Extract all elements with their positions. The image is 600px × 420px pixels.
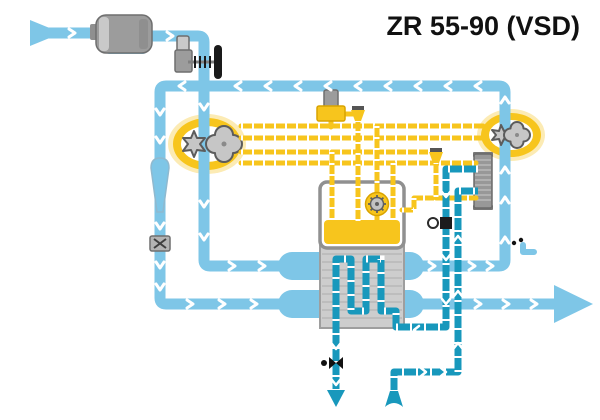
water-flow-chevrons bbox=[330, 190, 464, 387]
air-intake-funnel bbox=[30, 20, 52, 46]
inlet-throttle-valve[interactable] bbox=[174, 35, 222, 79]
water-inlet-funnel bbox=[385, 391, 403, 407]
air-outlet-arrow bbox=[554, 285, 593, 323]
air-filter bbox=[90, 14, 153, 54]
handwheel[interactable] bbox=[214, 45, 222, 79]
oil-stop-valve bbox=[316, 89, 346, 122]
lp-star-rotor bbox=[182, 130, 206, 158]
water-drain-valve[interactable] bbox=[321, 357, 343, 369]
water-regulating-valve[interactable] bbox=[427, 217, 452, 229]
valve-stem-ticks bbox=[194, 56, 211, 68]
air-flow-chevrons bbox=[67, 27, 539, 310]
lp-element-rotors bbox=[182, 125, 243, 163]
water-circuit bbox=[321, 169, 478, 407]
diagram-title: ZR 55-90 (VSD) bbox=[386, 11, 580, 41]
intercooler-drain-valve[interactable] bbox=[511, 237, 537, 255]
hp-element-rotors bbox=[491, 121, 531, 149]
oil-circuit bbox=[241, 89, 493, 250]
pulsation-damper-cone bbox=[150, 157, 170, 213]
pipe-intercooler-hp-silencer-aftercooler bbox=[154, 80, 511, 310]
oil-nozzle-2 bbox=[429, 148, 443, 163]
check-valve bbox=[149, 235, 171, 252]
oil-cooler bbox=[473, 152, 493, 210]
oil-nozzle-1 bbox=[351, 106, 365, 121]
water-drain-arrow bbox=[327, 390, 345, 407]
oil-level bbox=[324, 220, 400, 244]
pump-gear-teeth bbox=[368, 195, 386, 213]
oil-pump bbox=[364, 191, 390, 231]
